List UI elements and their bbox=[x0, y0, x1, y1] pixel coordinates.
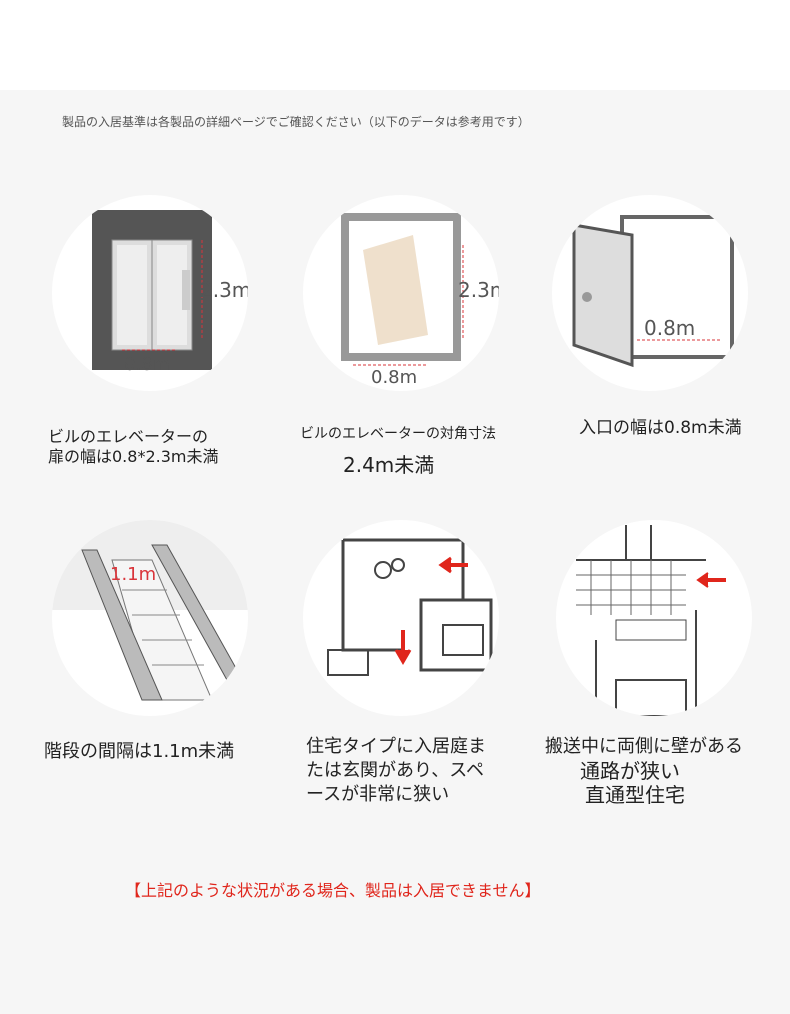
narrow-passage-illustration bbox=[556, 520, 752, 716]
elevator-diagonal-illustration: 2.3m 0.8m bbox=[303, 195, 499, 391]
caption-narrow-passage: 搬送中に両側に壁がある通路が狭い直通型住宅 bbox=[545, 736, 743, 807]
caption-elevator-diagonal: ビルのエレベーターの対角寸法 bbox=[300, 426, 496, 442]
height-label: 2.3m bbox=[200, 278, 248, 302]
staircase-illustration: 1.1m bbox=[52, 520, 248, 716]
width-label: 0.8m bbox=[124, 354, 170, 375]
warning-text: 【上記のような状況がある場合、製品は入居できません】 bbox=[125, 881, 541, 900]
reference-note: 製品の入居基準は各製品の詳細ページでご確認ください（以下のデータは参考用です） bbox=[62, 115, 530, 129]
svg-text:1.1m: 1.1m bbox=[110, 564, 156, 585]
svg-text:0.8m: 0.8m bbox=[644, 316, 695, 340]
svg-text:2.3m: 2.3m bbox=[458, 278, 499, 302]
caption-diagonal-value: 2.4m未満 bbox=[343, 453, 435, 477]
caption-entrance: 入口の幅は0.8m未満 bbox=[579, 418, 742, 438]
floor-plan-illustration bbox=[303, 520, 499, 716]
svg-text:0.8m: 0.8m bbox=[371, 367, 417, 388]
caption-stairs: 階段の間隔は1.1m未満 bbox=[44, 741, 235, 762]
elevator-door-illustration: 2.3m 0.8m bbox=[52, 195, 248, 391]
caption-elevator-door: ビルのエレベーターの扉の幅は0.8*2.3m未満 bbox=[48, 427, 219, 466]
entrance-door-illustration: 0.8m bbox=[552, 195, 748, 391]
caption-floor-plan: 住宅タイプに入居庭または玄関があり、スペースが非常に狭い bbox=[306, 736, 486, 805]
